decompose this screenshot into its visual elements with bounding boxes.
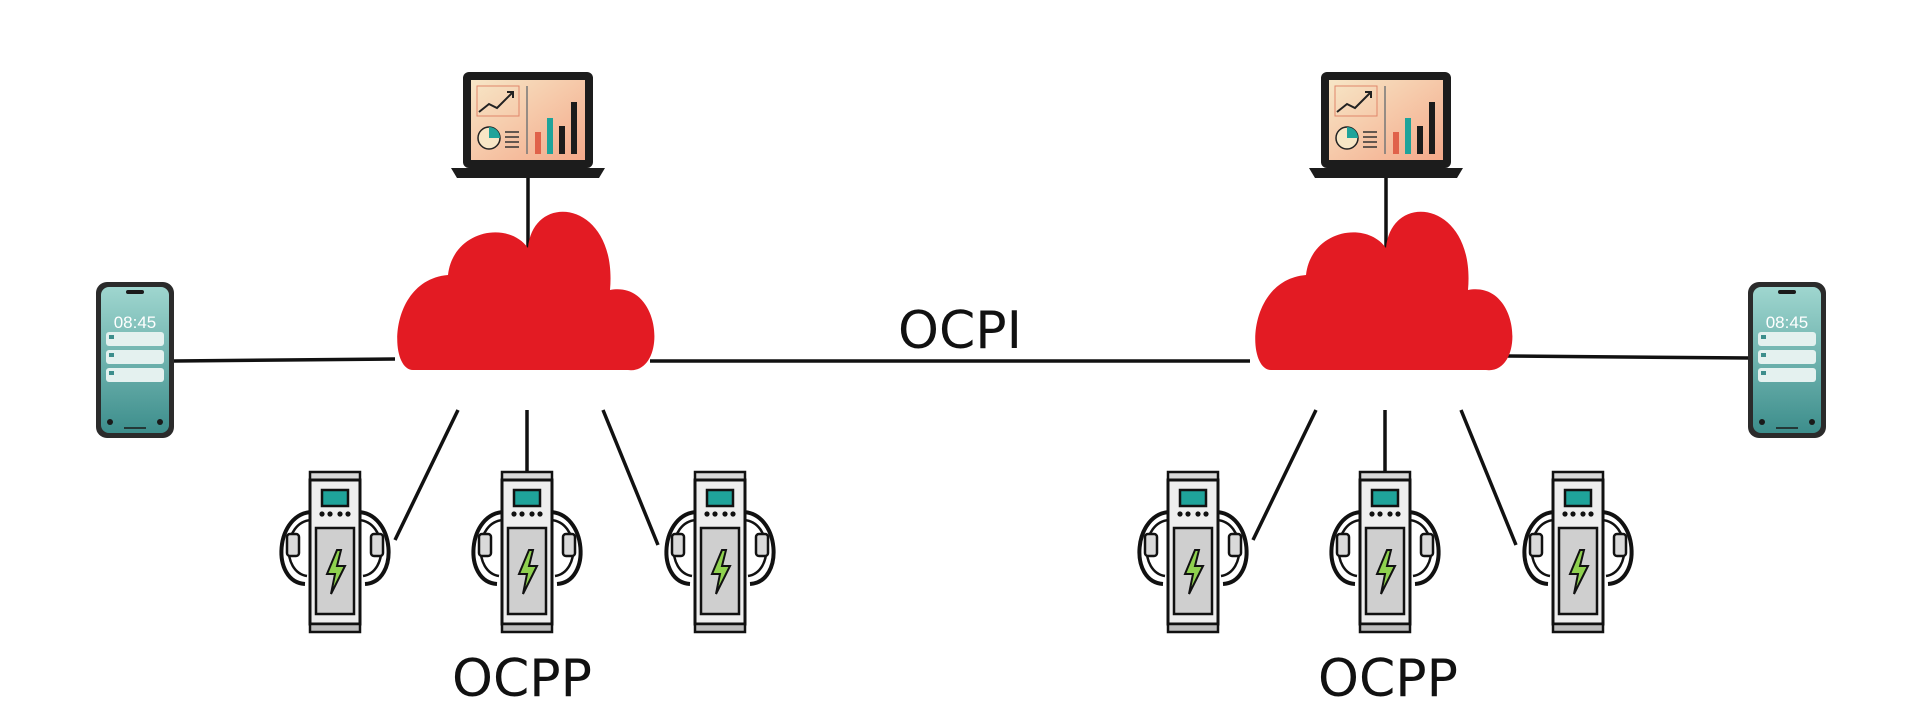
ev-charger-icon bbox=[1522, 470, 1634, 634]
laptop-dashboard-icon bbox=[450, 71, 606, 179]
phone-clock: 08:45 bbox=[114, 313, 157, 332]
ev-charger-icon bbox=[1137, 470, 1249, 634]
connections bbox=[173, 176, 1751, 546]
cloud-icon bbox=[397, 211, 655, 371]
ev-charger-icon bbox=[664, 470, 776, 634]
ev-charger-icon bbox=[1329, 470, 1441, 634]
link-left-cloud-charger-3 bbox=[601, 409, 660, 546]
cloud-icon bbox=[1255, 211, 1513, 371]
phone-clock: 08:45 bbox=[1766, 313, 1809, 332]
ocpp-label-left: OCPP bbox=[452, 649, 592, 709]
link-right-phone-cloud bbox=[1505, 354, 1751, 360]
ev-charger-icon bbox=[471, 470, 583, 634]
ocpp-label-right: OCPP bbox=[1318, 649, 1458, 709]
link-left-phone-cloud bbox=[173, 357, 396, 363]
ev-charger-icon bbox=[279, 470, 391, 634]
link-right-cloud-charger-1 bbox=[1251, 409, 1318, 541]
smartphone-icon: 08:45 bbox=[1747, 281, 1827, 439]
smartphone-icon: 08:45 bbox=[95, 281, 175, 439]
link-right-cloud-charger-3 bbox=[1459, 409, 1518, 546]
link-left-cloud-charger-1 bbox=[393, 409, 460, 541]
ocpi-label: OCPI bbox=[898, 301, 1022, 361]
laptop-dashboard-icon bbox=[1308, 71, 1464, 179]
